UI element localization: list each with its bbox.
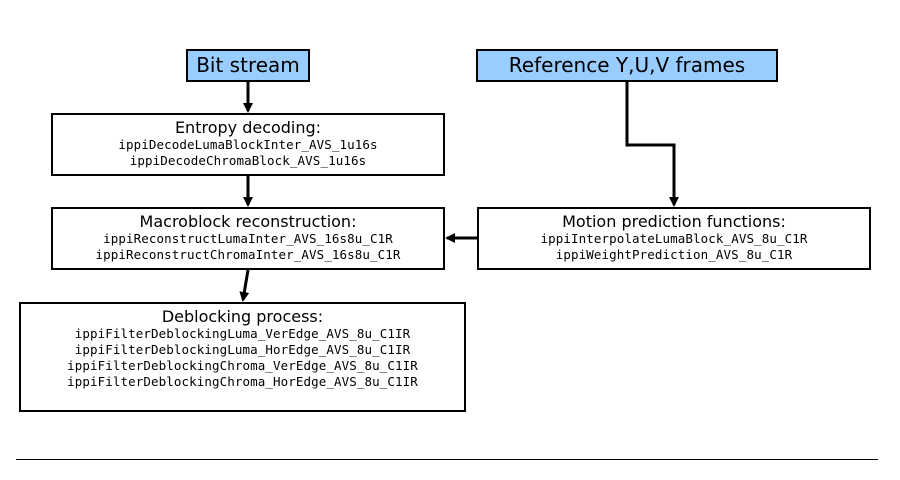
arrow-reference-to-motion [625, 82, 679, 207]
function-name: ippiFilterDeblockingChroma_HorEdge_AVS_8… [67, 374, 418, 389]
motion-prediction-box: Motion prediction functions: ippiInterpo… [477, 207, 871, 270]
function-name: ippiFilterDeblockingLuma_HorEdge_AVS_8u_… [74, 342, 411, 357]
function-name: ippiFilterDeblockingLuma_VerEdge_AVS_8u_… [74, 326, 411, 341]
function-name: ippiReconstructChromaInter_AVS_16s8u_C1R [95, 247, 401, 262]
macroblock-reconstruction-title: Macroblock reconstruction: [139, 212, 357, 231]
function-name: ippiInterpolateLumaBlock_AVS_8u_C1R [540, 231, 808, 246]
function-name: ippiReconstructLumaInter_AVS_16s8u_C1R [103, 231, 393, 246]
reference-frames-label: Reference Y,U,V frames [508, 53, 746, 77]
function-name: ippiWeightPrediction_AVS_8u_C1R [555, 247, 793, 262]
reference-frames-box: Reference Y,U,V frames [476, 49, 778, 82]
deblocking-process-box: Deblocking process: ippiFilterDeblocking… [19, 302, 466, 412]
deblocking-process-title: Deblocking process: [161, 307, 324, 326]
arrow-macroblock-to-deblocking [239, 269, 250, 302]
function-name: ippiFilterDeblockingChroma_VerEdge_AVS_8… [67, 358, 418, 373]
function-name: ippiDecodeLumaBlockInter_AVS_1u16s [118, 137, 378, 152]
function-name: ippiDecodeChromaBlock_AVS_1u16s [129, 153, 367, 168]
bottom-divider [16, 459, 878, 460]
motion-prediction-title: Motion prediction functions: [562, 212, 786, 231]
bitstream-label: Bit stream [196, 53, 300, 77]
bitstream-box: Bit stream [186, 49, 310, 82]
entropy-decoding-box: Entropy decoding: ippiDecodeLumaBlockInt… [51, 113, 445, 176]
entropy-decoding-title: Entropy decoding: [174, 118, 322, 137]
macroblock-reconstruction-box: Macroblock reconstruction: ippiReconstru… [51, 207, 445, 270]
